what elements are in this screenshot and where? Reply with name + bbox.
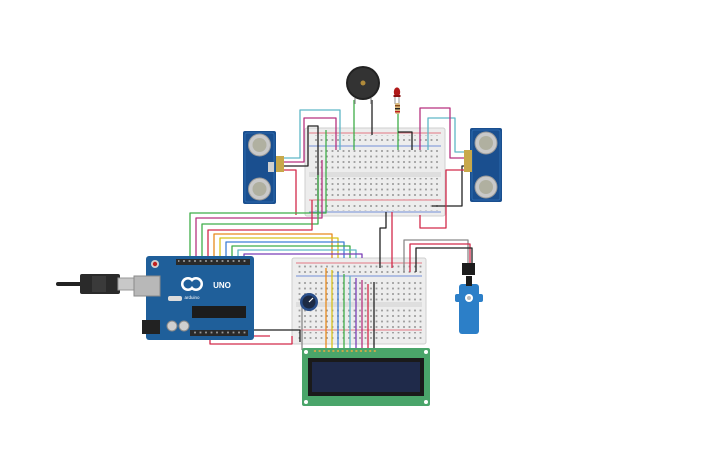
wire — [284, 169, 297, 215]
wire — [231, 245, 351, 258]
wire — [252, 329, 301, 342]
servo-motor — [455, 263, 483, 334]
red-led — [393, 87, 401, 104]
wire — [403, 239, 469, 272]
wire — [189, 130, 327, 258]
arduino-uno-board: arduino UNO — [133, 256, 254, 340]
resistor — [395, 103, 400, 114]
wire — [284, 125, 319, 215]
arduino-brand-label: arduino — [184, 295, 200, 300]
wire — [427, 117, 472, 153]
ultrasonic-sensor-right — [464, 128, 502, 202]
wire — [284, 117, 337, 163]
piezo-buzzer — [346, 66, 380, 104]
wire — [195, 160, 323, 258]
wire — [398, 131, 413, 150]
wire — [219, 237, 339, 258]
wire — [284, 109, 341, 159]
wires — [189, 100, 473, 350]
ultrasonic-sensor-left — [243, 131, 284, 204]
wire — [379, 212, 387, 268]
wire — [201, 175, 319, 258]
wire — [415, 247, 473, 272]
potentiometer — [300, 293, 318, 311]
usb-cable — [56, 274, 135, 294]
wire — [409, 243, 471, 272]
arduino-model-label: UNO — [213, 281, 231, 290]
wire — [207, 200, 313, 258]
lcd-16x2-display — [302, 348, 430, 406]
wire — [419, 107, 472, 159]
wire — [419, 169, 472, 229]
